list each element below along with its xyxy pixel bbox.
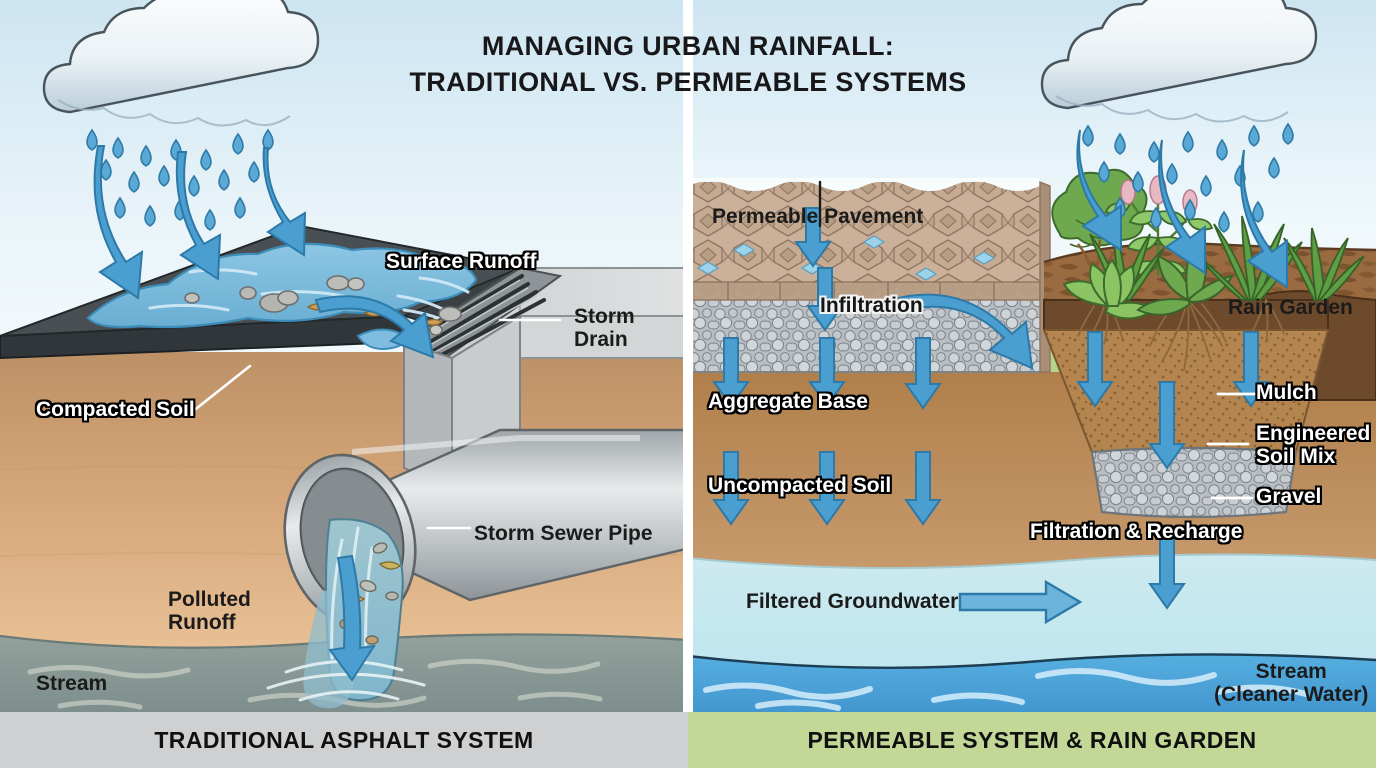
- groundwater-flow-arrow: [958, 579, 1083, 625]
- banner-permeable: PERMEABLE SYSTEM & RAIN GARDEN: [688, 712, 1376, 768]
- right-panel-illustration: [688, 0, 1376, 712]
- label-storm-drain: Storm Drain: [574, 305, 635, 352]
- label-aggregate-base: Aggregate Base: [708, 390, 868, 413]
- label-polluted-runoff: Polluted Runoff: [168, 588, 251, 635]
- title-line-2: TRADITIONAL VS. PERMEABLE SYSTEMS: [409, 67, 967, 98]
- label-gravel: Gravel: [1256, 485, 1322, 508]
- runoff-to-garden-arrow: [888, 293, 1034, 370]
- leader-lines-right: [1206, 392, 1260, 500]
- arrow-polluted-down: [328, 554, 377, 682]
- infiltration-arrows: [712, 207, 1270, 610]
- page-title: MANAGING URBAN RAINFALL: TRADITIONAL VS.…: [0, 28, 1376, 101]
- label-surface-runoff: Surface Runoff: [386, 250, 537, 273]
- left-panel-illustration: [0, 0, 688, 712]
- rain-cloud-right: [1040, 0, 1318, 123]
- rain-garden-plants: [1051, 168, 1365, 320]
- label-compacted-soil: Compacted Soil: [36, 398, 195, 421]
- label-infiltration: Infiltration: [820, 294, 923, 317]
- runoff-to-drain-arrow: [314, 295, 435, 359]
- label-stream-left: Stream: [36, 672, 108, 695]
- label-filtered-groundwater: Filtered Groundwater: [746, 590, 959, 613]
- label-filtration-recharge: Filtration & Recharge: [1030, 520, 1243, 543]
- label-mulch: Mulch: [1256, 381, 1317, 404]
- panel-divider: [683, 0, 693, 768]
- rain-arrows-right: [1076, 129, 1288, 289]
- label-stream-right: Stream (Cleaner Water): [1214, 660, 1369, 707]
- raindrops-left: [86, 128, 274, 231]
- label-storm-sewer-pipe: Storm Sewer Pipe: [474, 522, 653, 545]
- rain-cloud-left: [42, 0, 320, 127]
- banner-permeable-label: PERMEABLE SYSTEM & RAIN GARDEN: [807, 726, 1257, 753]
- leader-lines-left: [190, 364, 252, 414]
- banner-traditional-label: TRADITIONAL ASPHALT SYSTEM: [154, 726, 534, 753]
- label-rain-garden: Rain Garden: [1228, 296, 1353, 319]
- label-engineered-soil-mix: Engineered Soil Mix: [1256, 422, 1371, 469]
- label-uncompacted-soil: Uncompacted Soil: [708, 474, 892, 497]
- title-line-1: MANAGING URBAN RAINFALL:: [481, 31, 895, 61]
- label-permeable-pavement: Permeable Pavement: [712, 205, 924, 228]
- banner-traditional: TRADITIONAL ASPHALT SYSTEM: [0, 712, 688, 768]
- runoff-arrows-left: [93, 145, 307, 300]
